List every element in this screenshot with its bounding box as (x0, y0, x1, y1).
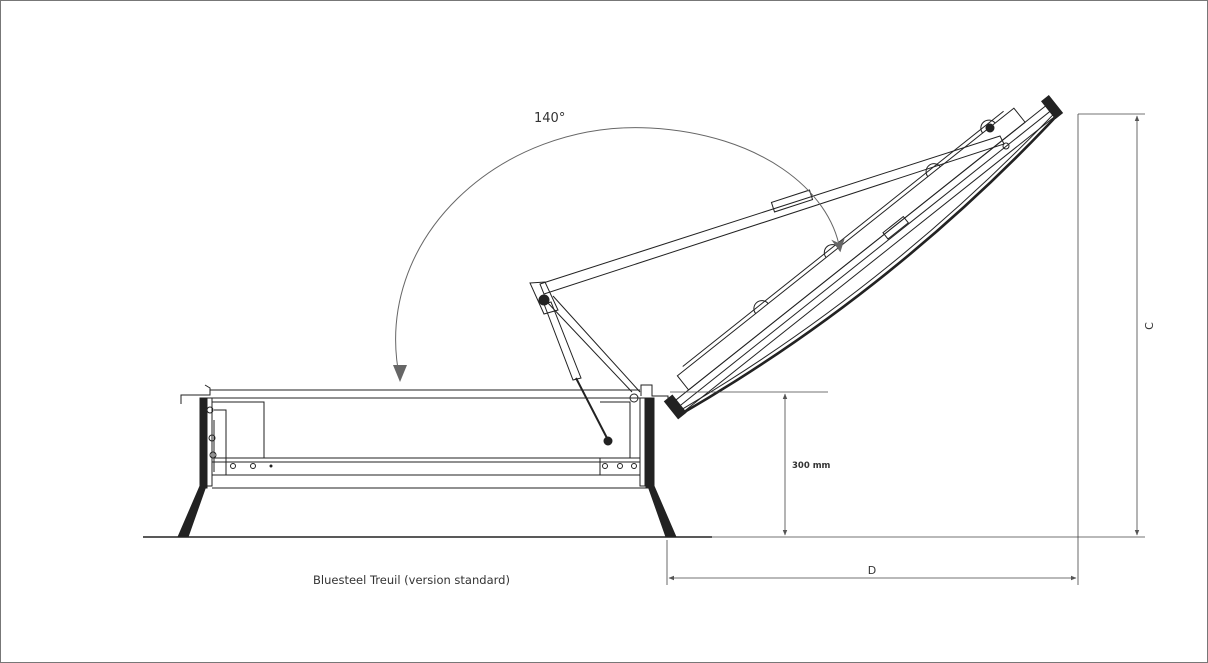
vertical-dimension-c (712, 113, 1145, 585)
opening-angle-arc (393, 127, 845, 382)
vertical-dim-label: C (1143, 322, 1156, 330)
horizontal-dimension-d (666, 540, 1077, 585)
horizontal-dim-label: D (868, 564, 876, 577)
open-lid (663, 95, 1064, 420)
height-dimension (670, 391, 828, 536)
winch-struts (529, 123, 1010, 446)
height-label: 300 mm (792, 461, 831, 471)
curb-frame (177, 384, 677, 538)
angle-label: 140° (534, 111, 565, 126)
drawing-caption: Bluesteel Treuil (version standard) (313, 573, 510, 587)
